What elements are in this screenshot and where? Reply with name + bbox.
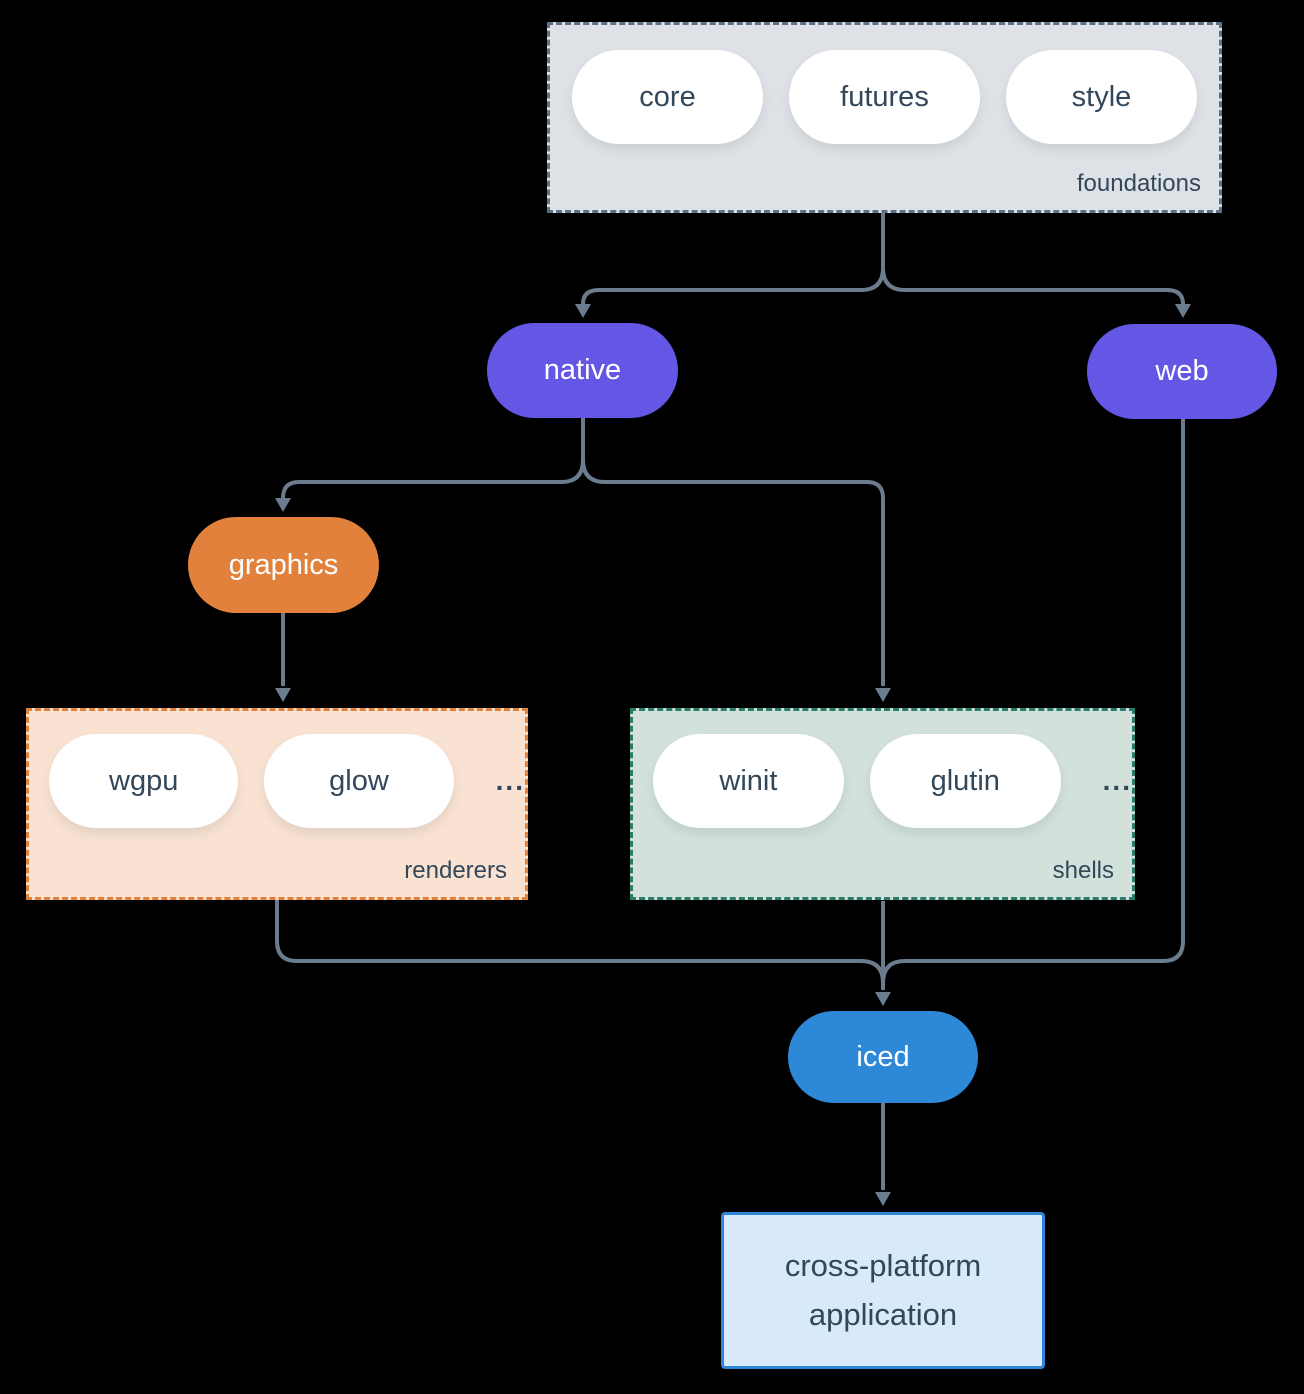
- arrowhead-application: [875, 1192, 891, 1206]
- node-cross-platform-application: cross-platform application: [721, 1212, 1045, 1369]
- arrowhead-renderers: [275, 688, 291, 702]
- group-foundations: core futures style foundations: [547, 22, 1222, 213]
- edge-foundations-to-native: [581, 213, 885, 305]
- node-style: style: [1006, 50, 1197, 144]
- app-label-line1: cross-platform: [784, 1248, 982, 1284]
- node-futures: futures: [789, 50, 980, 144]
- edge-web-to-iced: [881, 419, 1185, 984]
- node-iced: iced: [788, 1011, 978, 1103]
- arrowhead-native: [575, 304, 591, 318]
- group-shells: winit glutin ... shells: [630, 708, 1135, 900]
- edge-renderers-to-iced: [275, 900, 885, 984]
- arrowhead-graphics: [275, 498, 291, 512]
- group-renderers: wgpu glow ... renderers: [26, 708, 528, 900]
- arrowhead-iced: [875, 992, 891, 1006]
- app-label-line2: application: [808, 1296, 958, 1332]
- foundations-label: foundations: [1076, 170, 1201, 197]
- node-glow: glow: [264, 734, 454, 828]
- arrowhead-shells: [875, 688, 891, 702]
- renderers-ellipsis: ...: [495, 765, 525, 796]
- foundations-pill-row: core futures style: [550, 25, 1219, 144]
- renderers-pill-row: wgpu glow ...: [29, 711, 525, 828]
- edge-foundations-to-web: [881, 213, 1185, 305]
- node-winit: winit: [653, 734, 844, 828]
- shells-label: shells: [1052, 857, 1114, 884]
- arrowhead-web: [1175, 304, 1191, 318]
- shells-pill-row: winit glutin ...: [633, 711, 1132, 828]
- shells-ellipsis: ...: [1102, 765, 1132, 796]
- renderers-label: renderers: [404, 857, 507, 884]
- node-core: core: [572, 50, 763, 144]
- node-native: native: [487, 323, 678, 418]
- node-web: web: [1087, 324, 1277, 419]
- node-graphics: graphics: [188, 517, 379, 613]
- node-glutin: glutin: [869, 734, 1061, 828]
- edge-native-to-graphics: [281, 418, 585, 499]
- edge-native-to-shells: [581, 418, 885, 686]
- node-wgpu: wgpu: [49, 734, 239, 828]
